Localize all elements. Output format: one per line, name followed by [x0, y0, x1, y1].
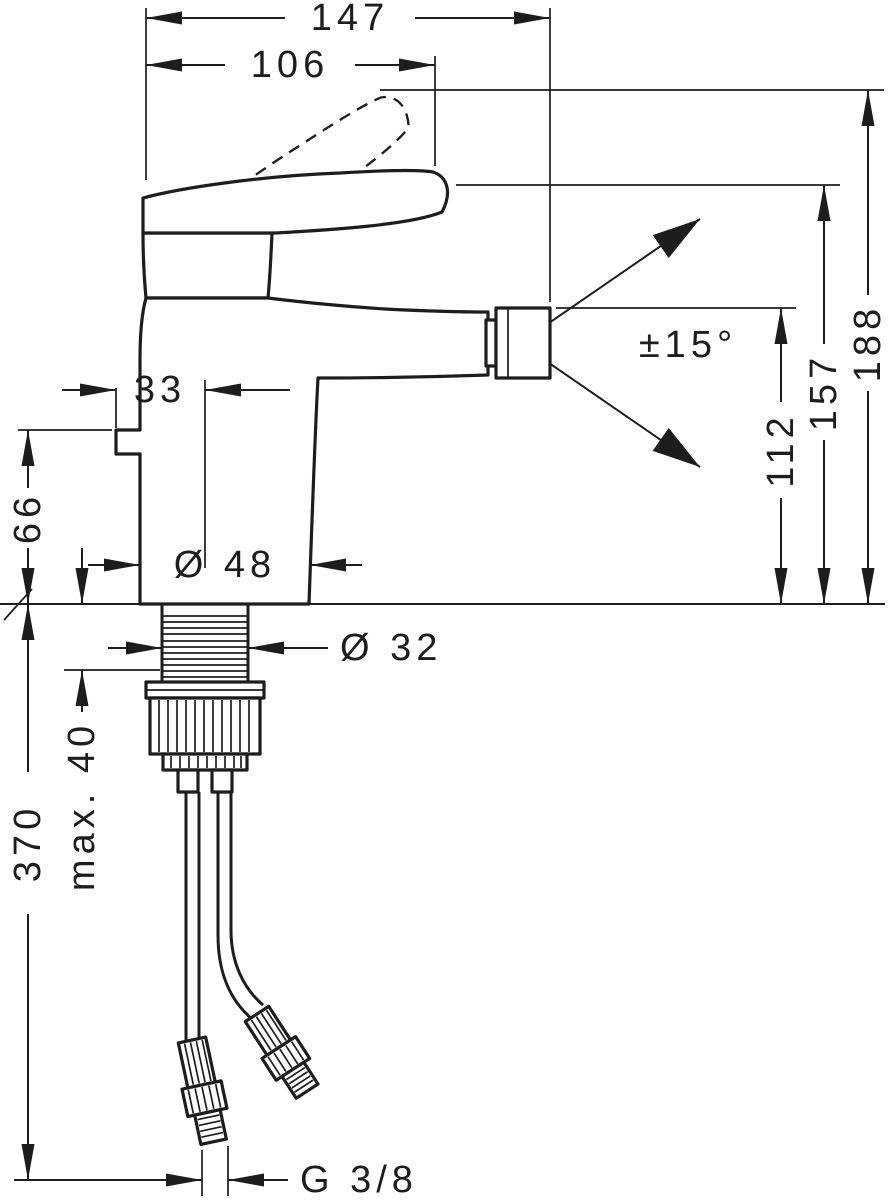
mounting-nut	[148, 696, 262, 772]
hose-connector-right	[243, 1004, 320, 1100]
hose-length-label: 370	[7, 804, 49, 882]
pin-height-label: 66	[7, 492, 49, 544]
dim-total-width: 147	[145, 0, 551, 302]
supply-hose-left	[176, 792, 229, 1147]
handle-base-dome	[141, 231, 274, 300]
dim-handle-offset: 33	[62, 369, 290, 428]
dim-shank-diameter: Ø 32	[108, 627, 442, 669]
dim-hose-length: 370	[7, 604, 49, 1180]
dim-spout-height: 112	[556, 307, 802, 604]
dim-max-mounting: max. 40	[61, 548, 160, 891]
swivel-angle-label: ±15°	[639, 324, 737, 366]
body-diameter-label: Ø 48	[174, 544, 276, 586]
hose-connector-left	[176, 1035, 229, 1147]
supply-hose-right	[216, 792, 320, 1100]
faucet-body	[114, 296, 490, 606]
dim-pin-height: 66	[7, 429, 112, 604]
shank-diameter-label: Ø 32	[340, 627, 442, 669]
dim-body-diameter: Ø 48	[88, 544, 362, 586]
handle-lever	[141, 169, 450, 235]
spout-height-label: 112	[760, 412, 802, 488]
threaded-shank	[160, 604, 250, 682]
handle-height-label: 157	[803, 353, 845, 431]
handle-offset-label: 33	[134, 369, 186, 411]
max-mounting-label: max. 40	[61, 721, 103, 891]
handle-width-label: 106	[251, 44, 329, 86]
swivel-arrow-up-icon	[652, 219, 700, 258]
total-width-label: 147	[311, 0, 389, 39]
dim-handle-width: 106	[146, 44, 436, 166]
aerator	[484, 306, 552, 380]
hose-stubs	[176, 768, 234, 794]
swivel-arrow-down-icon	[652, 428, 700, 467]
seal-washer	[144, 680, 266, 700]
total-height-label: 188	[847, 304, 889, 382]
dim-total-height: 188	[380, 89, 889, 604]
dim-connection-thread: G 3/8	[14, 1146, 418, 1200]
connection-thread-label: G 3/8	[300, 1159, 418, 1200]
dim-handle-height: 157	[456, 184, 845, 604]
